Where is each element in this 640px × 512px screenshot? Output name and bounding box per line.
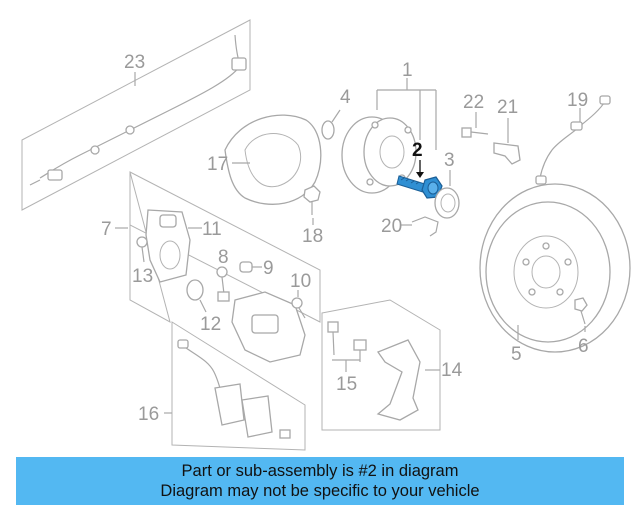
part-19-sensor (539, 99, 607, 179)
part-20-clip (411, 216, 439, 237)
callout-10: 10 (290, 271, 311, 292)
callout-8: 8 (218, 247, 229, 268)
info-banner: Part or sub-assembly is #2 in diagram Di… (16, 457, 624, 505)
callout-5: 5 (511, 344, 522, 365)
part-6-screw (574, 297, 588, 325)
part-1-wheel-hub (341, 116, 417, 194)
callout-4: 4 (340, 87, 351, 108)
part-22-bolt (461, 127, 489, 138)
callout-12: 12 (200, 314, 221, 335)
callout-9: 9 (263, 258, 274, 279)
caliper-carrier-bracket (231, 291, 306, 363)
callout-7: 7 (101, 219, 112, 240)
exploded-parts-diagram: 23 17 4 18 1 2 3 (21, 19, 631, 451)
part-18-bolt (303, 185, 321, 215)
part-23-sensor-wire-group (21, 19, 251, 211)
banner-part-note: Part or sub-assembly is #2 in diagram (181, 462, 459, 480)
part-15-guide-bolts (327, 321, 367, 362)
part-8-bolt (216, 266, 230, 302)
part-2-hub-bolt (396, 175, 443, 199)
part-21-bracket (493, 142, 521, 165)
callout-6: 6 (578, 336, 589, 357)
callout-20: 20 (381, 216, 402, 237)
callout-19: 19 (567, 90, 588, 111)
callout-13: 13 (132, 266, 153, 287)
callout-15: 15 (336, 374, 357, 395)
part-14-guide-pin-panel (321, 299, 441, 431)
part-4-ring (321, 120, 335, 140)
part-9-bleeder (239, 261, 253, 273)
callout-23: 23 (124, 52, 145, 73)
callout-2: 2 (412, 140, 423, 161)
callout-3: 3 (444, 150, 455, 171)
callout-22: 22 (463, 92, 484, 113)
part-16-brake-pads-panel (171, 321, 306, 451)
part-13-bolt (136, 236, 148, 263)
callout-11: 11 (202, 219, 222, 240)
part-5-brake-disc (479, 183, 631, 353)
callout-17: 17 (207, 154, 228, 175)
part-12-seal (186, 279, 204, 301)
banner-disclaimer: Diagram may not be specific to your vehi… (160, 482, 480, 500)
callout-18: 18 (302, 226, 323, 247)
part-3-dust-cap (434, 187, 460, 219)
callout-1: 1 (402, 60, 413, 81)
callout-21: 21 (497, 97, 518, 118)
callout-14: 14 (441, 360, 463, 381)
callout-16: 16 (138, 404, 159, 425)
part-17-backing-plate (224, 114, 322, 205)
part-10-bolt (291, 297, 306, 319)
